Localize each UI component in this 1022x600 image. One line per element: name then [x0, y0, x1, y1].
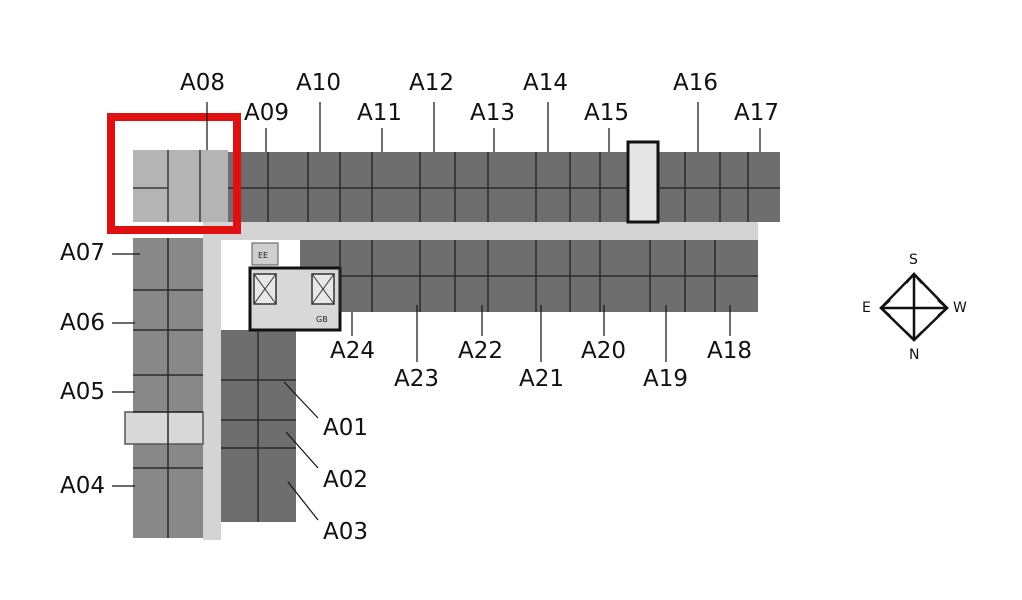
unit-a08-highlight[interactable] — [107, 113, 241, 234]
lift-shaft-2-x2 — [311, 273, 335, 305]
unit-label-a13: A13 — [470, 100, 516, 126]
unit-label-a16: A16 — [673, 70, 719, 96]
unit-label-a04: A04 — [60, 473, 106, 499]
unit-label-a19: A19 — [643, 366, 689, 392]
unit-label-a05: A05 — [60, 379, 106, 405]
compass-top-label: S — [909, 252, 918, 268]
unit-label-a01: A01 — [323, 415, 369, 441]
main-corridor — [210, 222, 758, 240]
gb-room-label: GB — [316, 315, 328, 324]
unit-label-a08: A08 — [180, 70, 226, 96]
unit-a08-partitions — [133, 150, 201, 222]
ee-room — [251, 242, 279, 266]
bottom-row-partitions — [339, 240, 758, 312]
unit-label-a23: A23 — [394, 366, 440, 392]
unit-label-a10: A10 — [296, 70, 342, 96]
unit-label-a06: A06 — [60, 310, 106, 336]
ee-room-label: EE — [258, 251, 268, 260]
compass-right-label: W — [953, 300, 967, 316]
unit-label-a20: A20 — [581, 338, 627, 364]
unit-label-a17: A17 — [734, 100, 780, 126]
unit-label-a14: A14 — [523, 70, 569, 96]
unit-label-a24: A24 — [330, 338, 376, 364]
unit-label-a03: A03 — [323, 519, 369, 545]
side-corridor — [203, 222, 221, 540]
unit-label-a11: A11 — [357, 100, 403, 126]
lift-shaft-1-x2 — [253, 273, 277, 305]
compass-left-label: E — [862, 300, 871, 316]
unit-label-a18: A18 — [707, 338, 753, 364]
inner-unit-partitions — [221, 330, 296, 522]
top-unit-block — [228, 152, 780, 222]
leader-lines — [112, 102, 761, 521]
unit-label-a22: A22 — [458, 338, 504, 364]
unit-label-a02: A02 — [323, 467, 369, 493]
unit-label-a09: A09 — [244, 100, 290, 126]
unit-label-a12: A12 — [409, 70, 455, 96]
stair-a15 — [626, 140, 660, 224]
unit-label-a07: A07 — [60, 240, 106, 266]
stair-a05 — [124, 411, 204, 445]
left-column-partitions — [133, 238, 203, 538]
unit-label-a21: A21 — [519, 366, 565, 392]
top-row-partitions — [228, 152, 780, 222]
unit-label-a15: A15 — [584, 100, 630, 126]
unit-a08-shape — [133, 150, 228, 222]
compass-icon — [879, 272, 949, 342]
compass-bottom-label: N — [909, 347, 920, 363]
